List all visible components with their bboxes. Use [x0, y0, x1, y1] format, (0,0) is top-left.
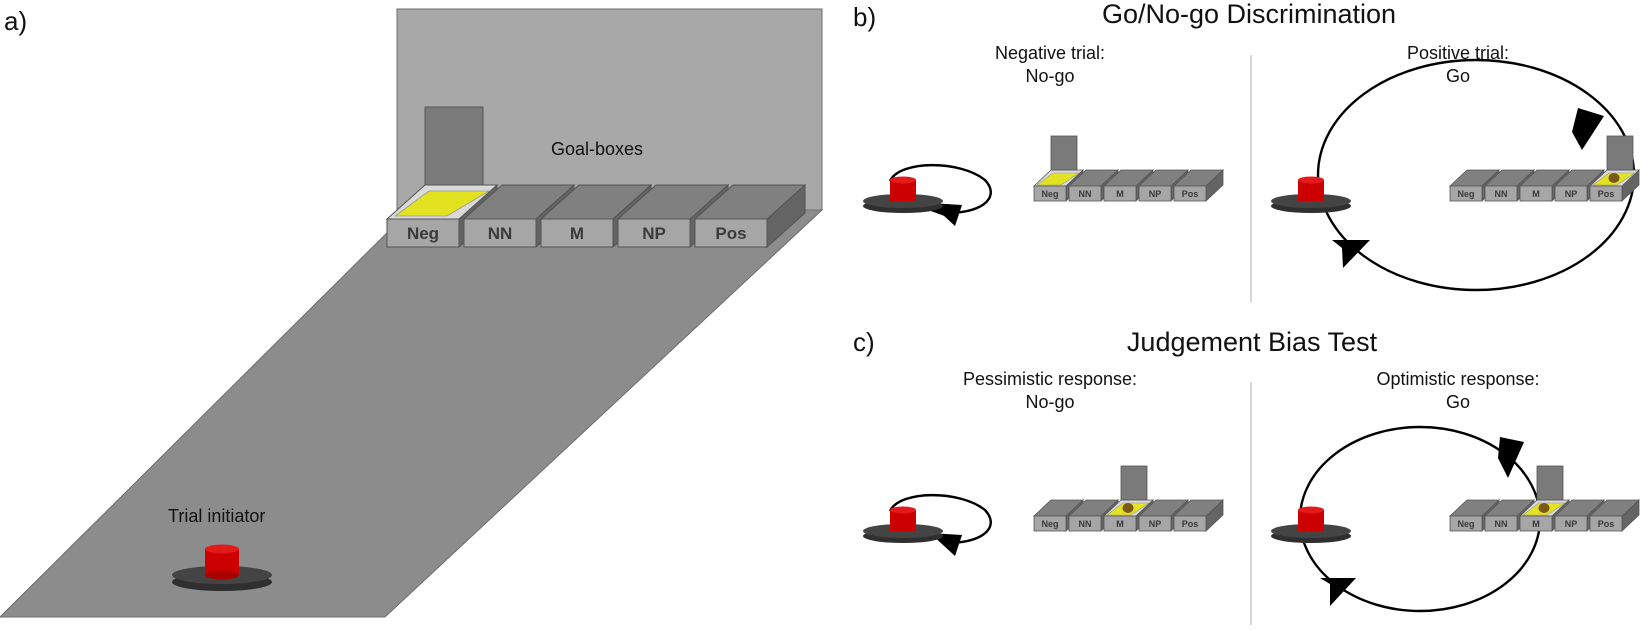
goal-box-label: NP: [642, 224, 666, 243]
trial-initiator-small: [863, 176, 943, 213]
goal-box-label: Pos: [715, 224, 746, 243]
panel-c: c) Judgement Bias Test Pessimistic respo…: [853, 327, 1641, 625]
mini-goal-box-label: Pos: [1182, 189, 1199, 199]
goal-box-label: M: [570, 224, 584, 243]
goal-boxes-row: Neg NN M NP Pos: [385, 106, 807, 249]
mini-goal-box-label: NP: [1565, 189, 1578, 199]
panel-c-title: Judgement Bias Test: [1127, 327, 1378, 357]
panel-b-title: Go/No-go Discrimination: [1102, 0, 1396, 29]
mini-goal-box-label: NN: [1495, 519, 1508, 529]
arena-floor: [0, 209, 824, 618]
mini-goal-box-pos: Pos: [1588, 499, 1641, 532]
mini-goal-boxes-pessimistic: Neg NN M NP Pos: [1032, 465, 1225, 532]
mini-goal-box-label: NP: [1149, 189, 1162, 199]
goal-boxes-label: Goal-boxes: [551, 139, 643, 159]
negative-trial-label: Negative trial:: [995, 43, 1105, 63]
optimistic-response-label: Optimistic response:: [1376, 369, 1539, 389]
mini-goal-box-label: Neg: [1041, 189, 1058, 199]
goal-box-label: Neg: [407, 224, 439, 243]
goal-box-nn: NN: [462, 183, 576, 249]
trial-initiator-small: [1271, 176, 1351, 213]
reward-pellet: [1122, 503, 1134, 513]
mini-goal-box-pos: Pos: [1588, 135, 1641, 202]
mini-goal-box-label: Pos: [1598, 189, 1615, 199]
mini-goal-box-label: NN: [1495, 189, 1508, 199]
mini-goal-box-label: NP: [1565, 519, 1578, 529]
optimistic-response-value: Go: [1446, 392, 1470, 412]
mini-goal-box-label: Pos: [1598, 519, 1615, 529]
panel-a-letter: a): [4, 6, 27, 36]
mini-goal-box-pos: Pos: [1172, 169, 1225, 202]
mini-goal-box-label: Pos: [1182, 519, 1199, 529]
mini-goal-box-label: NN: [1079, 189, 1092, 199]
mini-goal-box-label: M: [1116, 519, 1124, 529]
negative-trial-response: No-go: [1025, 66, 1074, 86]
reward-pellet: [1538, 503, 1550, 513]
mini-goal-box-neg: Neg: [1032, 135, 1085, 202]
mini-goal-box-label: NP: [1149, 519, 1162, 529]
mini-goal-box-label: M: [1116, 189, 1124, 199]
reward-pellet: [1608, 173, 1620, 183]
mini-goal-box-label: M: [1532, 189, 1540, 199]
mini-goal-box-label: Neg: [1457, 189, 1474, 199]
trial-initiator-small: [1271, 506, 1351, 543]
goal-box-label: NN: [488, 224, 513, 243]
positive-trial-response: Go: [1446, 66, 1470, 86]
pessimistic-response-value: No-go: [1025, 392, 1074, 412]
mini-goal-boxes-optimistic: Neg NN M NP Pos: [1448, 465, 1641, 532]
trial-initiator: [172, 544, 272, 591]
mini-goal-box-m: M: [1102, 465, 1155, 532]
mini-goal-boxes-positive: Neg NN M NP Pos: [1448, 135, 1641, 202]
trial-initiator-small: [863, 506, 943, 543]
mini-goal-box-pos: Pos: [1172, 499, 1225, 532]
mini-goal-box-label: M: [1532, 519, 1540, 529]
mini-goal-boxes-negative: Neg NN M NP Pos: [1032, 135, 1225, 202]
positive-trial-label: Positive trial:: [1407, 43, 1509, 63]
panel-b-letter: b): [853, 2, 876, 32]
goal-box-pos: Pos: [693, 183, 807, 249]
trial-initiator-label: Trial initiator: [168, 506, 265, 526]
mini-goal-box-label: Neg: [1041, 519, 1058, 529]
mini-goal-box-label: Neg: [1457, 519, 1474, 529]
panel-b: b) Go/No-go Discrimination Negative tria…: [853, 0, 1641, 302]
panel-a: a) Neg NN M NP Pos Goal-boxes Trial initiato…: [0, 6, 824, 618]
panel-c-letter: c): [853, 327, 875, 357]
mini-goal-box-label: NN: [1079, 519, 1092, 529]
pessimistic-response-label: Pessimistic response:: [963, 369, 1137, 389]
goal-box-neg: Neg: [385, 106, 499, 249]
